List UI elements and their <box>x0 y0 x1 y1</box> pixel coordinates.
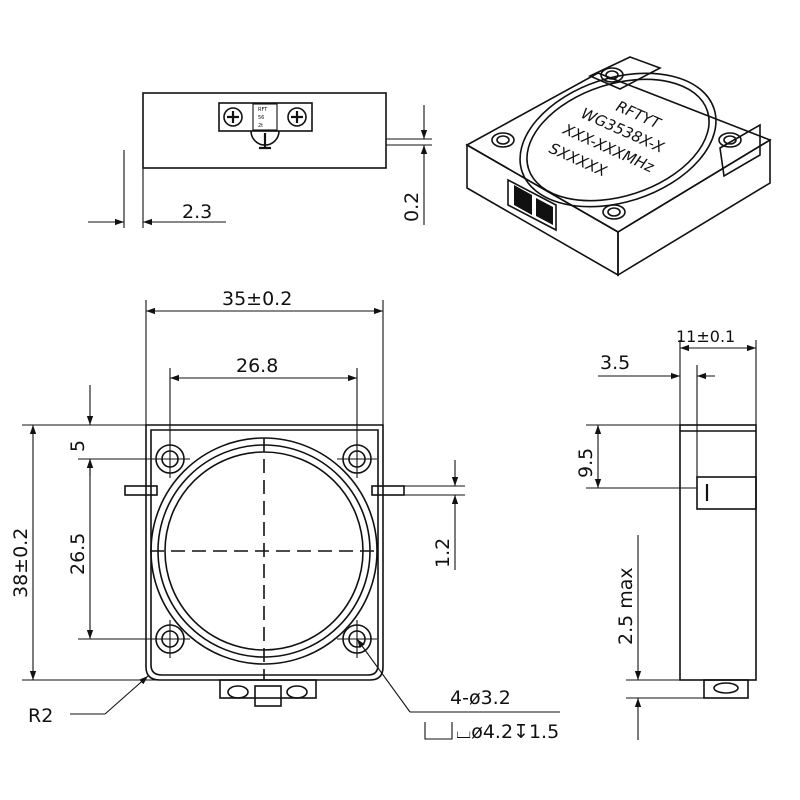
side-body <box>679 424 757 681</box>
dim-hole-pitch-x: 26.8 <box>236 355 278 377</box>
dim-overall-width: 35±0.2 <box>222 288 292 310</box>
marking-line-2: 56 <box>258 115 264 121</box>
dim-tab-protrusion: 2.5 max <box>615 567 637 645</box>
front-connector <box>219 679 317 707</box>
dim-side-gap: 0.2 <box>401 192 423 222</box>
dim-hole-pitch-y: 26.5 <box>67 533 89 575</box>
front-view: 35±0.2 26.8 38±0.2 5 26.5 1.2 R2 4-ø3.2 <box>10 288 560 743</box>
dim-corner-radius: R2 <box>28 705 53 727</box>
marking-line-3: 2t <box>258 123 263 129</box>
dim-counterbore-spec: ⌴ø4.2↧1.5 <box>456 721 559 743</box>
top-view-connector: RFT 56 2t <box>218 102 313 150</box>
dim-tab-height-side: 9.5 <box>575 448 597 478</box>
iso-hole <box>718 132 742 148</box>
dim-side-offset: 2.3 <box>182 201 212 223</box>
side-view: 11±0.1 3.5 9.5 2.5 max <box>575 327 757 740</box>
side-top-view: RFT 56 2t 2.3 0.2 <box>88 92 432 228</box>
iso-hole <box>491 132 515 148</box>
mounting-hole <box>337 440 377 478</box>
iso-hole <box>602 204 626 220</box>
dim-thickness: 11±0.1 <box>676 327 735 346</box>
isometric-view: RFTYT WG3538X-X XXX-XXXMHz SXXXXX <box>465 56 772 277</box>
front-body <box>145 424 384 681</box>
top-view-body <box>142 92 387 169</box>
dim-hole-edge-top: 5 <box>67 440 89 452</box>
iso-connector <box>507 178 557 232</box>
dim-overall-height: 38±0.2 <box>10 528 32 598</box>
iso-right-face <box>617 138 771 277</box>
iso-lid <box>519 72 717 208</box>
dim-tab-offset-side: 3.5 <box>600 352 630 374</box>
marking-line-1: RFT <box>258 107 268 113</box>
side-tab <box>696 476 757 510</box>
dim-hole-spec: 4-ø3.2 <box>450 687 511 709</box>
dim-tab-thickness: 1.2 <box>432 538 454 568</box>
